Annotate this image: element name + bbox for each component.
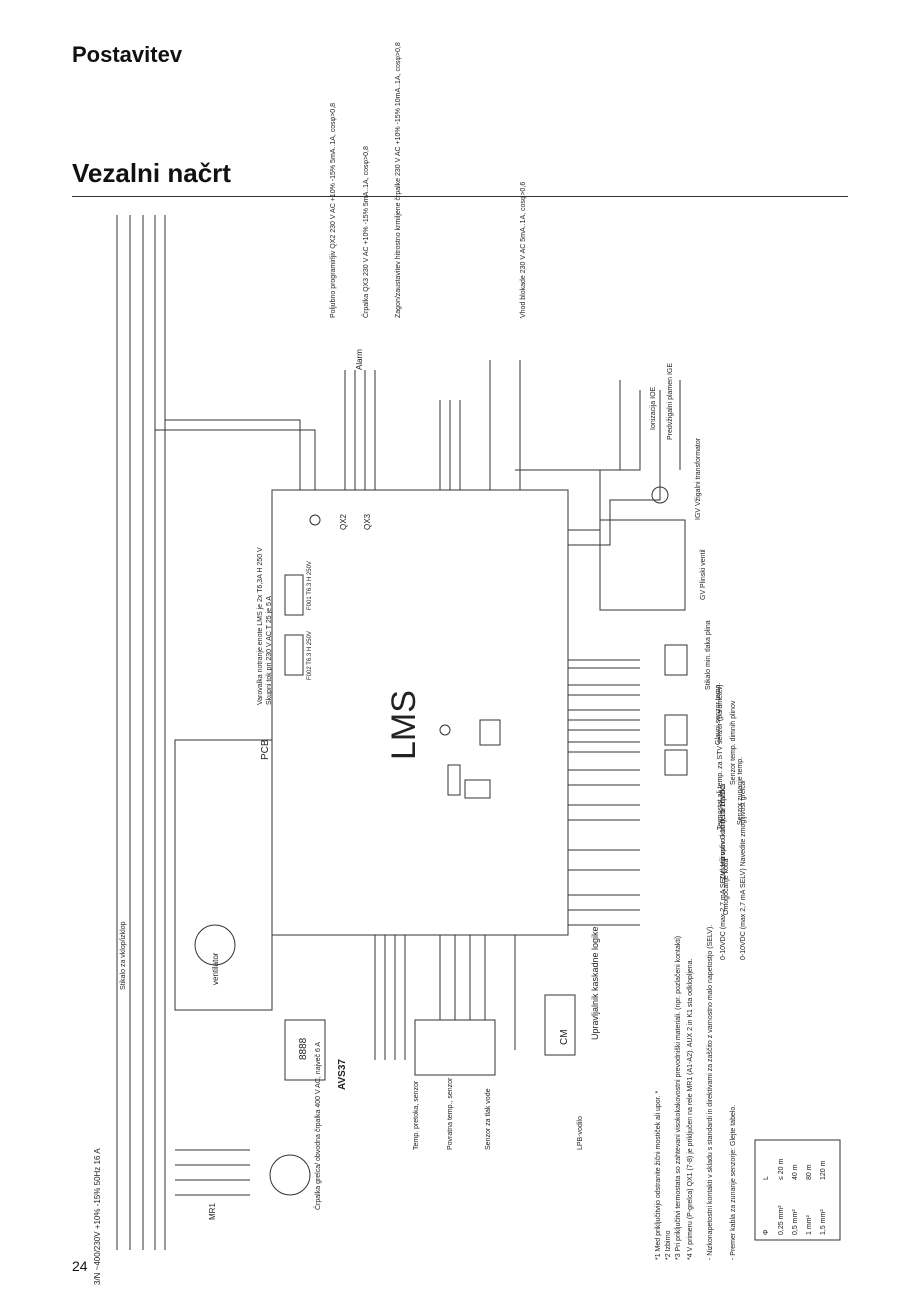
gas-valve-box xyxy=(599,519,686,611)
block-note: Vhod blokade 230 V AC 5mA..1A, cosφ>0,6 xyxy=(520,182,527,318)
section-title: Postavitev xyxy=(72,42,183,67)
table-row-2-a: 1 mm² xyxy=(806,1215,813,1236)
lpb-module xyxy=(544,994,576,1056)
pump-motor xyxy=(269,1154,311,1196)
table-row-0-a: 0,25 mm² xyxy=(778,1205,785,1235)
fuse-note-1: Varovalka notranje enote LMS je 2x T6,3A… xyxy=(257,547,264,705)
avs37-unit xyxy=(284,1019,326,1081)
pcb-board xyxy=(271,489,569,936)
sensor-h1: Zunanji vpliv 0-10 0,15-10VDC xyxy=(720,785,727,880)
start-note: Zagon/zaustavitev hitrostno krmiljene čr… xyxy=(395,42,402,318)
alarm-label: Alarm xyxy=(355,349,364,370)
table-row-3-a: 1,5 mm² xyxy=(820,1209,827,1235)
qx2-note: Poljubno programirljiv QX2 230 V AC +10%… xyxy=(330,103,337,318)
sensor-bx2: Glavni senzor temp. xyxy=(715,683,722,745)
fuse-1-label: F001 T6.3 H 250V xyxy=(307,561,313,610)
fan-motor xyxy=(194,924,236,966)
lpb-label: LPB-vodilo xyxy=(577,1116,584,1150)
ionization-label: Ionizacija IOE xyxy=(650,386,657,430)
sensor-b3: Termostat ali temp. za STV senzor (param… xyxy=(717,685,724,831)
page-number: 24 xyxy=(72,1258,88,1274)
sensor-ux3: 0-10VDC (max 2,7 mA SELV) Hitrostno krmi… xyxy=(720,784,727,960)
qx3-note: Črpalka QX3 230 V AC +10% -15% 5mA..1A, … xyxy=(361,146,370,318)
ignition-transformer xyxy=(651,486,669,504)
cm-label: CM xyxy=(559,1029,570,1045)
cable-table-box xyxy=(754,1139,841,1241)
title-rule xyxy=(72,196,848,197)
fuse-note-2: Skupni tok pri 230 V AC T 25 je 5 A xyxy=(266,596,273,705)
footnote-5: - Nizkonapetostni kontakti v skladu s st… xyxy=(707,925,714,1260)
footnote-1: *1 Med priključitvijo odstranite žični m… xyxy=(655,1090,662,1260)
ignition-label: Predvžigalni plamen IGE xyxy=(667,363,674,440)
footnote-4: *4 V primeru (P-grelca) QX1 (7-8) je pri… xyxy=(687,958,694,1260)
transformer-label: IGV Vžigalni transformator xyxy=(695,437,702,520)
mr1-label: MR1 xyxy=(208,1203,217,1220)
sensor-b9: Senzor zunanje temp. xyxy=(737,757,744,825)
qx3-label: QX3 xyxy=(363,513,372,530)
fuse-2-label: F002 T6.3 H 250V xyxy=(307,631,313,680)
footnote-2: *2 Izbirno xyxy=(665,1230,672,1260)
pcb-label: PCB xyxy=(260,739,271,760)
pump-label: Črpalka grelca/ obvodna črpalka 400 V AC… xyxy=(313,1042,322,1210)
table-row-2-b: 80 m xyxy=(806,1164,813,1180)
supply-label: 3/N ~400/230V +10% -15% 50Hz 16 A xyxy=(93,1148,102,1285)
sensor-h6: Stikalo min. tlaka plina xyxy=(705,620,712,690)
sensor-ux2: 0-10VDC (max 2,7 mA SELV) Navedite zmogl… xyxy=(740,781,747,960)
cascade-label: Upravljalnik kaskadne logike xyxy=(590,926,600,1040)
bottom-sensor-box xyxy=(414,1019,496,1076)
lms-label: LMS xyxy=(385,690,423,760)
table-header-l: L xyxy=(763,1176,770,1180)
switch-label: Stikalo za vklop/izklop xyxy=(120,921,127,990)
sensor-h8: Senzor za tlak vode xyxy=(485,1088,492,1150)
sensor-b7: Povratna temp., senzor xyxy=(447,1077,454,1150)
avs37-label: AVS37 xyxy=(337,1059,348,1090)
table-row-0-b: ≤ 20 m xyxy=(778,1158,785,1180)
table-header-phi: Φ xyxy=(763,1229,770,1235)
sensor-h5: Omogočanje kotla xyxy=(723,858,730,915)
sensor-bx3: Senzor temp. dimnih plinov xyxy=(730,700,737,785)
valve-label: GV Plinski ventil xyxy=(700,549,707,600)
page-title: Vezalni načrt xyxy=(72,158,231,188)
table-row-1-a: 0,5 mm² xyxy=(792,1209,799,1235)
fan-label: ventilator xyxy=(211,952,220,985)
footnote-3: *3 Pri priključitvi termostata so zahtev… xyxy=(675,936,682,1260)
left-enclosure xyxy=(174,739,273,1011)
table-row-1-b: 40 m xyxy=(792,1164,799,1180)
display-label: 8888 xyxy=(298,1037,309,1060)
qx2-label: QX2 xyxy=(339,513,348,530)
footnote-6: - Premer kabla za zunanje senzorje: Glej… xyxy=(730,1105,737,1260)
table-row-3-b: 120 m xyxy=(820,1160,827,1180)
sensor-b2: Temp. pretoka, senzor xyxy=(413,1080,420,1150)
right-sensor-lines xyxy=(568,659,640,926)
